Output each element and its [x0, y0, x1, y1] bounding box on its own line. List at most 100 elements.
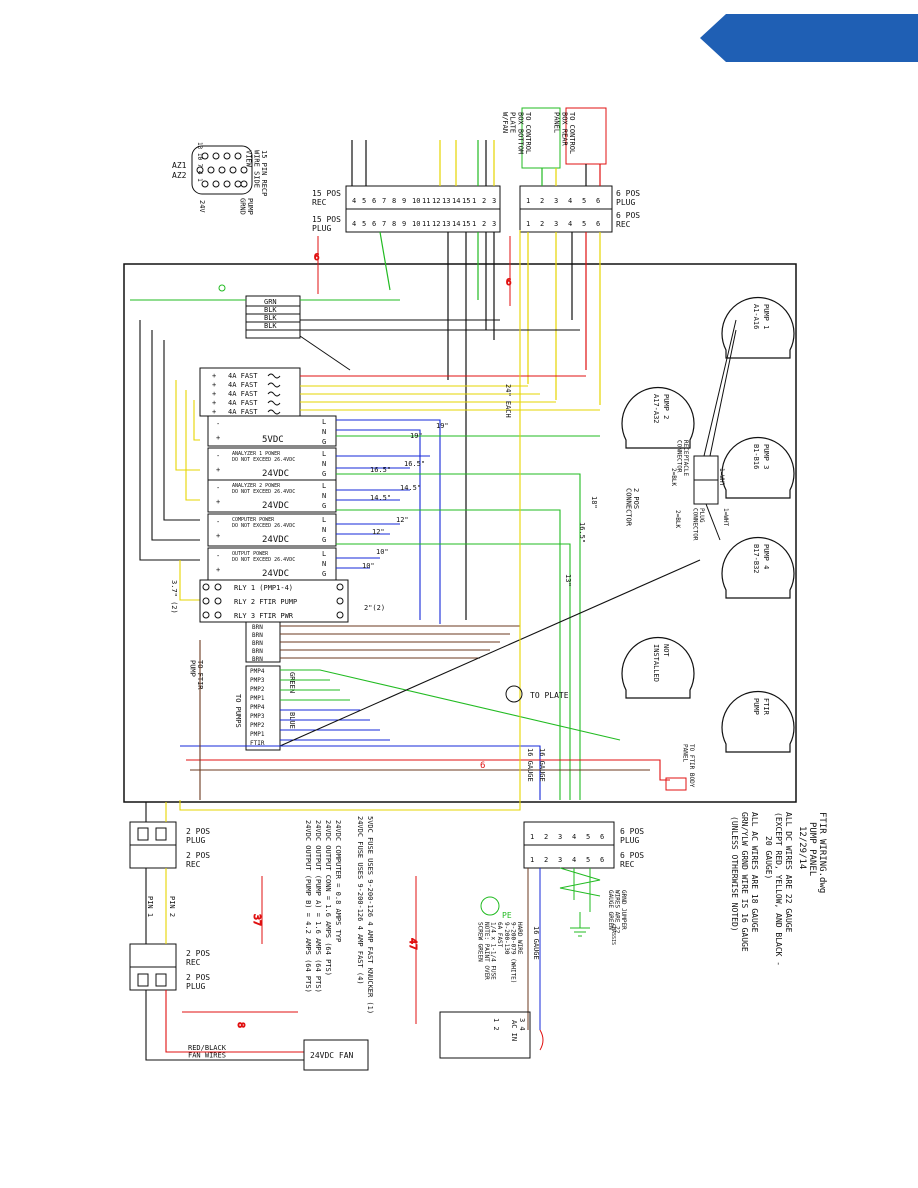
- psu-voltage: 5VDC: [262, 435, 284, 445]
- svg-text:N: N: [322, 460, 326, 468]
- svg-text:3 4: 3 4: [518, 1018, 526, 1031]
- pump-grnd-label: PUMPGRND: [238, 198, 254, 215]
- fuse-label: 4A FAST: [228, 372, 258, 380]
- psu-note: ANALYZER 2 POWER: [232, 483, 281, 489]
- pump-label: A17-A32: [652, 394, 660, 424]
- psu-wires: [139, 320, 600, 800]
- svg-text:-: -: [216, 484, 220, 492]
- svg-text:CHASSIS: CHASSIS: [610, 924, 616, 945]
- az2-label: AZ2: [172, 171, 187, 180]
- v24-label: 24V: [198, 200, 206, 213]
- svg-text:+: +: [212, 381, 216, 389]
- svg-text:16.5": 16.5": [404, 460, 425, 468]
- svg-text:ALL AC WIRES ARE 18 GAUGE: ALL AC WIRES ARE 18 GAUGE: [750, 812, 759, 933]
- brn-label: BRN: [252, 656, 263, 663]
- pin-number: 6: [372, 220, 376, 228]
- fuse-label: 4A FAST: [228, 390, 258, 398]
- brn-label: BRN: [252, 640, 263, 647]
- psu-voltage: 24VDC: [262, 501, 289, 511]
- dims-bottom: 37 8 47: [182, 876, 419, 1029]
- wire-length-labels: 19" 19" 16.5" 16.5" 14.5" 14.5" 12" 12" …: [362, 384, 598, 587]
- pin-number: 5: [582, 197, 586, 205]
- pin-number: 5: [586, 833, 590, 841]
- pmp-label: FTIR: [250, 740, 265, 747]
- pin-number: 2: [482, 197, 486, 205]
- pmp-label: PMP2: [250, 722, 265, 729]
- psu-box: [207, 513, 337, 547]
- pump-label: PUMP: [752, 698, 760, 715]
- pin-number: 7: [382, 197, 386, 205]
- pin-number: 9: [402, 220, 406, 228]
- svg-text:24" EACH: 24" EACH: [504, 384, 512, 418]
- pmp-label: PMP4: [250, 668, 265, 675]
- svg-text:-: -: [216, 420, 220, 428]
- bottom-left-wires: [145, 802, 304, 1061]
- svg-text:GREEN: GREEN: [288, 672, 296, 693]
- terminal-wires: [179, 230, 701, 811]
- pin-number: 2: [544, 856, 548, 864]
- pin-number: 8: [392, 197, 396, 205]
- pin-number: 4: [572, 833, 576, 841]
- svg-text:18": 18": [590, 496, 598, 509]
- svg-text:N: N: [322, 560, 326, 568]
- svg-text:HARD WIRE9-200-079 (WHITE)9-20: HARD WIRE9-200-079 (WHITE)9-200-1306A FA…: [476, 922, 523, 983]
- pin-number: 4: [568, 197, 572, 205]
- svg-text:L: L: [322, 450, 326, 458]
- pin-number: 3: [558, 856, 562, 864]
- brn-label: BRN: [252, 648, 263, 655]
- svg-text:+: +: [216, 466, 220, 474]
- svg-text:+: +: [212, 390, 216, 398]
- pin-number: 6: [600, 856, 604, 864]
- svg-text:+: +: [216, 498, 220, 506]
- pin-number: 4: [572, 856, 576, 864]
- to-control-plate-label: TO CONTROLBOX BOTTOMPLATEW/FAN: [501, 112, 532, 154]
- svg-text:+: +: [212, 399, 216, 407]
- svg-text:L: L: [322, 418, 326, 426]
- pump-label: FTIR: [762, 698, 770, 716]
- pin-number: 1: [530, 856, 534, 864]
- svg-text:13": 13": [564, 574, 572, 587]
- svg-text:TO PLATE: TO PLATE: [530, 691, 569, 700]
- svg-text:10": 10": [362, 562, 375, 570]
- title-text: FTIR WIRING.dwg: [817, 812, 827, 893]
- pin-number: 5: [362, 220, 366, 228]
- svg-text:G: G: [322, 570, 326, 578]
- svg-text:5VDC FUSE USES 9-200-126 4 AMP: 5VDC FUSE USES 9-200-126 4 AMP FAST KNUC…: [366, 816, 374, 1014]
- psu-note: DO NOT EXCEED 26.4VDC: [232, 557, 295, 563]
- svg-text:L: L: [322, 550, 326, 558]
- pump-connector: RECEPTACLECONNECTOR PLUGCONNECTOR 2 POSC…: [624, 319, 737, 541]
- pin-number: 11: [422, 197, 430, 205]
- psu-box: [207, 479, 337, 513]
- pin-recp-view: AZ1 AZ2 13 10 7 4 1 24V PUMPGRND 15 PIN …: [172, 142, 268, 215]
- pump-label: PUMP 1: [762, 304, 770, 329]
- svg-text:19": 19": [410, 432, 423, 440]
- pin-number: 5: [586, 856, 590, 864]
- svg-text:2=BLK: 2=BLK: [670, 468, 677, 486]
- relay-label: RLY 1 (PMP1-4): [234, 584, 293, 592]
- fuse-label: 4A FAST: [228, 399, 258, 407]
- pin-number: 14: [452, 220, 460, 228]
- pump-icon: [621, 636, 695, 699]
- svg-text:G: G: [322, 502, 326, 510]
- svg-text:24VDC FAN: 24VDC FAN: [310, 1051, 354, 1060]
- fuse-notes: 5VDC FUSE USES 9-200-126 4 AMP FAST KNUC…: [304, 816, 374, 1014]
- ground-label: BLK: [264, 314, 277, 322]
- pin-number: 11: [422, 220, 430, 228]
- pin-number: 2: [544, 833, 548, 841]
- svg-text:24VDC OUTPUT (PUMP B) = 4.2 AM: 24VDC OUTPUT (PUMP B) = 4.2 AMPS (64 PTS…: [304, 820, 312, 993]
- svg-text:6: 6: [314, 253, 319, 263]
- psu-box: [207, 415, 337, 447]
- svg-text:N: N: [322, 492, 326, 500]
- fuse-label: 4A FAST: [228, 381, 258, 389]
- pin-number: 1: [526, 197, 530, 205]
